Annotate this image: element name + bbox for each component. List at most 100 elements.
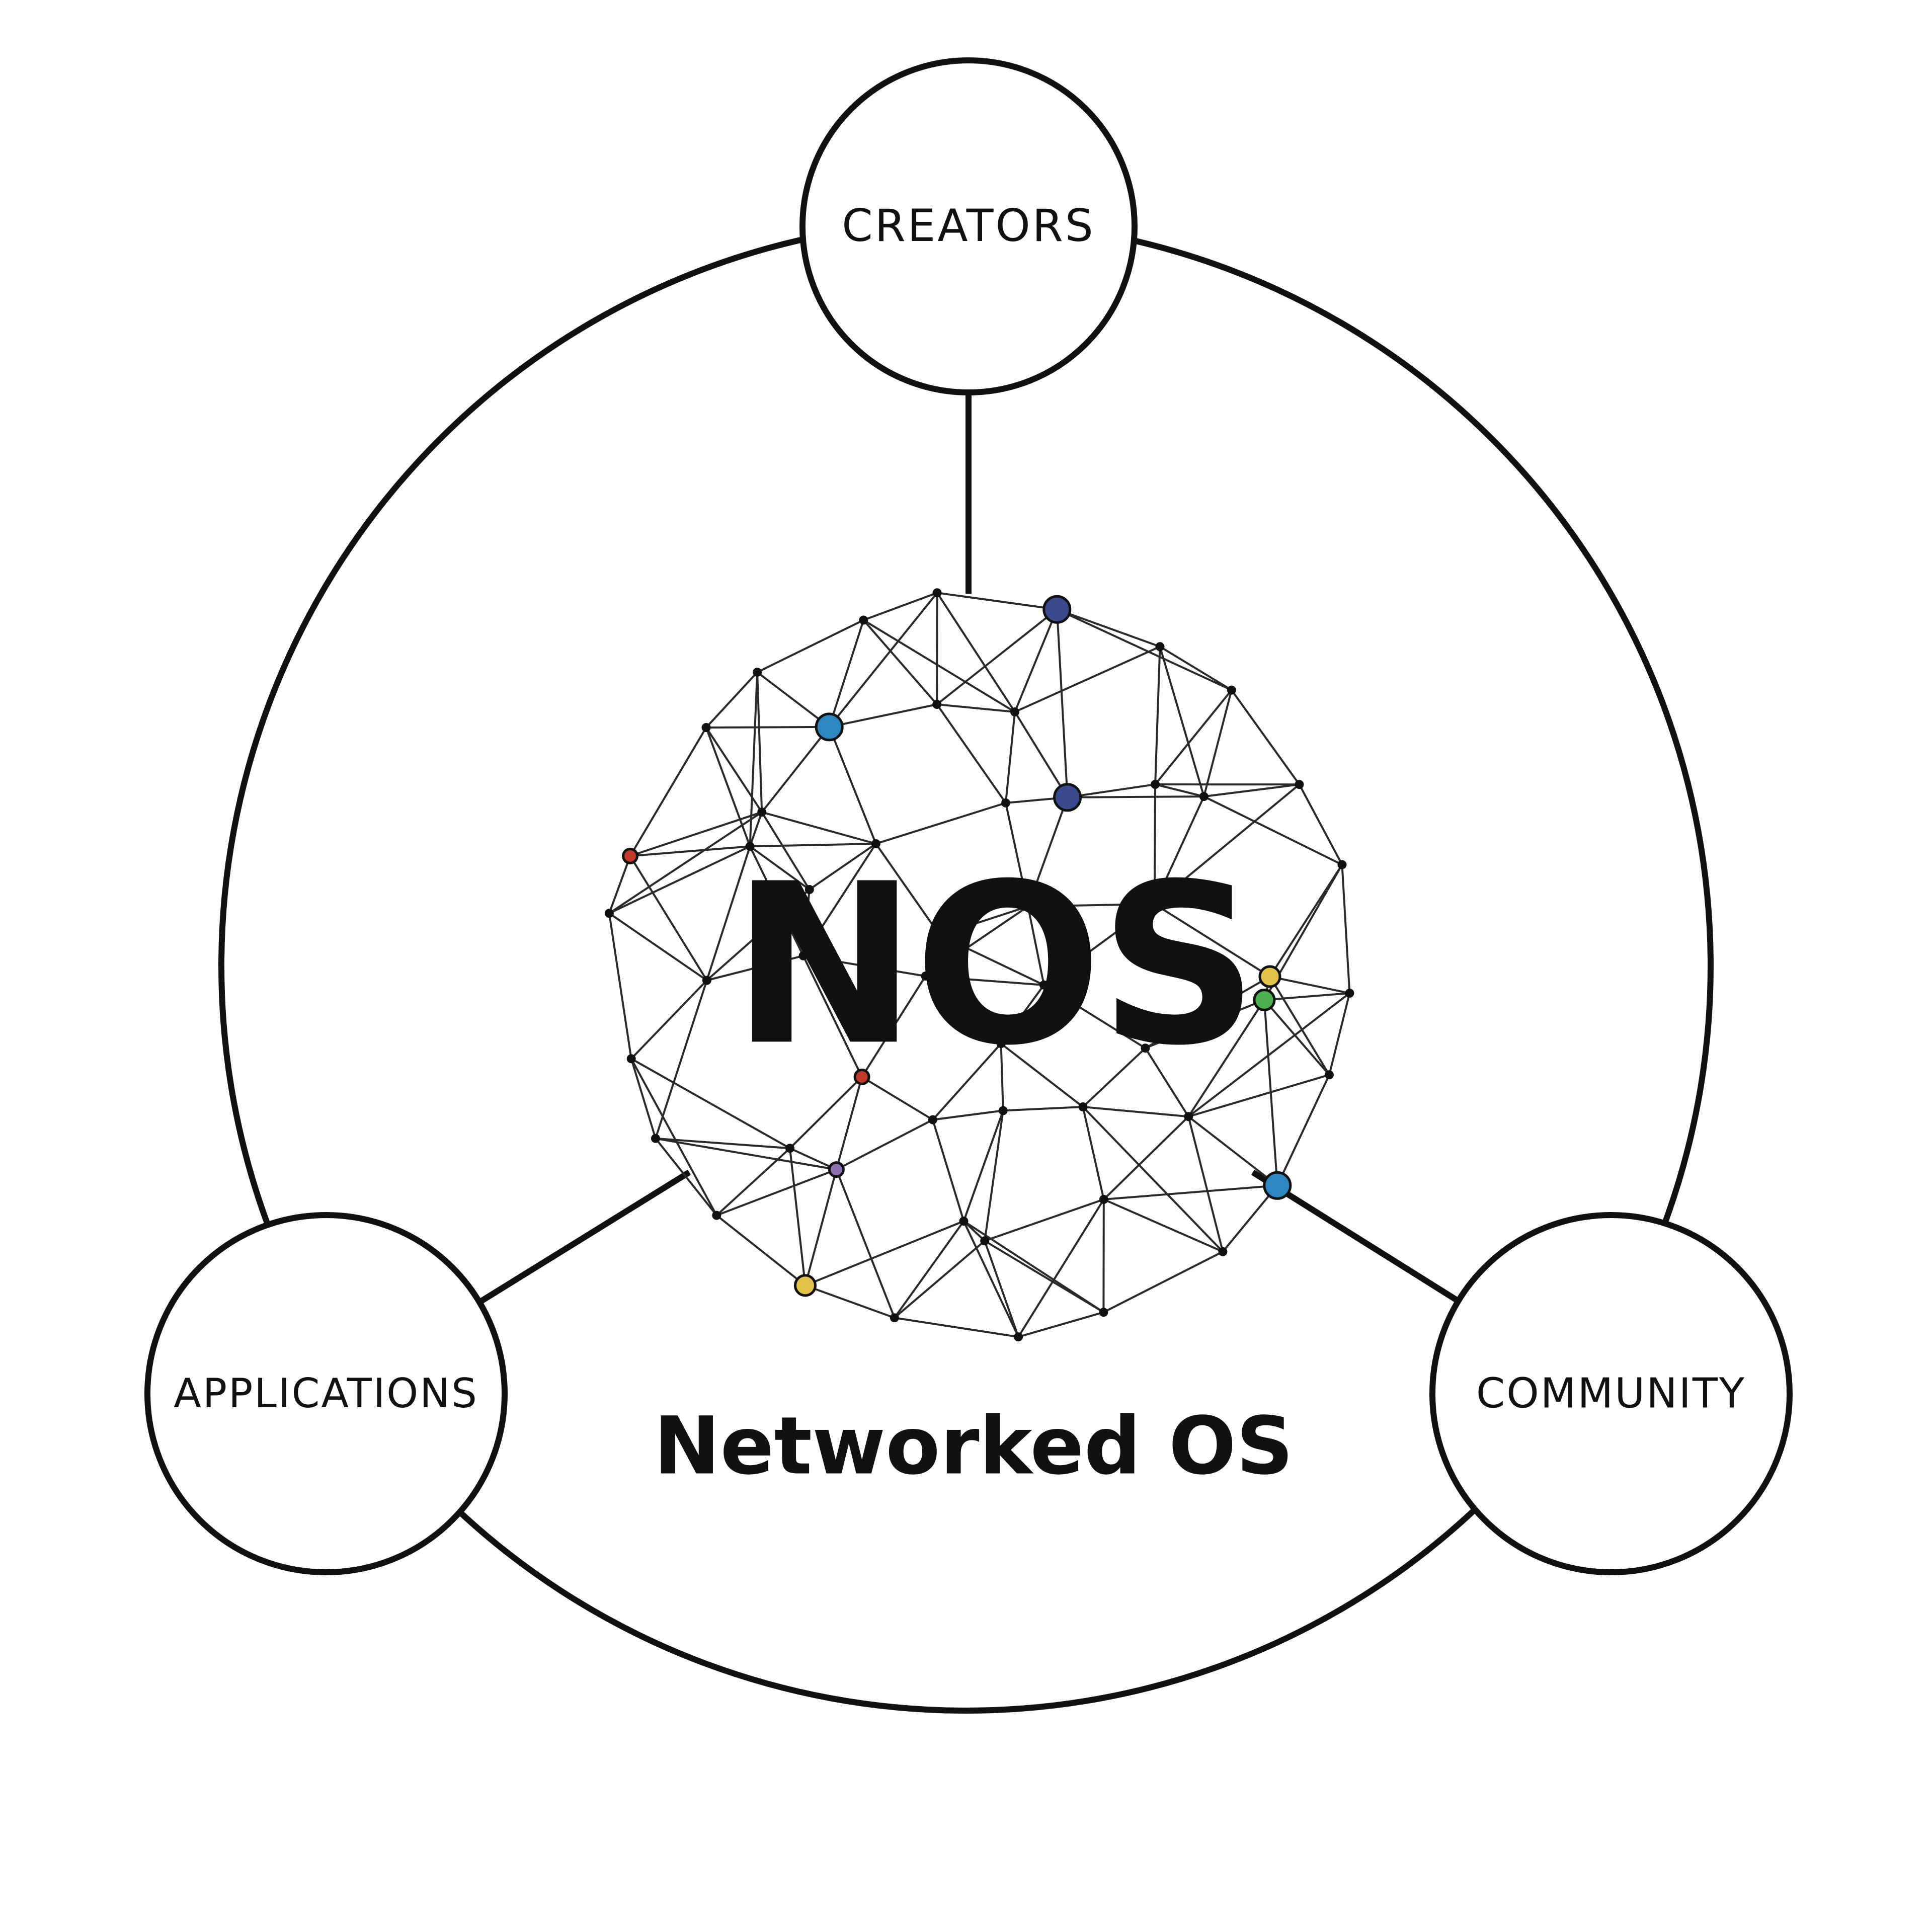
mesh-accent-node: [794, 1274, 817, 1297]
mesh-link: [932, 1109, 1004, 1121]
mesh-link: [1005, 711, 1016, 803]
mesh-link: [802, 955, 863, 1078]
mesh-link: [1187, 999, 1265, 1117]
mesh-link: [1203, 795, 1343, 866]
node-applications-label: APPLICATIONS: [174, 1370, 478, 1417]
mesh-node: [712, 1211, 721, 1220]
mesh-link: [939, 934, 1002, 1044]
mesh-link: [1341, 864, 1351, 994]
mesh-link: [756, 672, 763, 813]
mesh-link: [750, 843, 876, 848]
mesh-link: [828, 592, 938, 728]
mesh-link: [1067, 783, 1156, 798]
mesh-link: [835, 1076, 863, 1170]
node-applications-circle: [144, 1212, 508, 1575]
mesh-accent-node: [1258, 965, 1281, 988]
mesh-node: [1014, 1332, 1023, 1342]
mesh-link: [789, 1147, 837, 1171]
mesh-node: [1150, 899, 1159, 909]
mesh-link: [715, 1147, 791, 1217]
mesh-link: [894, 1220, 965, 1319]
mesh-link: [1056, 608, 1232, 691]
mesh-link: [630, 1058, 790, 1150]
mesh-link: [1014, 711, 1069, 798]
mesh-node: [804, 885, 814, 894]
mesh-link: [863, 592, 938, 621]
mesh-link: [1264, 992, 1350, 1001]
mesh-link: [655, 980, 708, 1139]
mesh-link: [608, 855, 631, 914]
mesh-node: [626, 1054, 636, 1064]
mesh-link: [861, 1076, 933, 1121]
mesh-link: [984, 1240, 1019, 1337]
mesh-link: [630, 1058, 718, 1216]
mesh-link: [630, 1058, 657, 1139]
mesh-link: [875, 801, 1006, 845]
mesh-link: [1082, 1106, 1224, 1253]
mesh-link: [802, 889, 811, 956]
mesh-node: [1155, 642, 1165, 652]
mesh-link: [932, 1042, 1002, 1120]
mesh-node: [1184, 1112, 1193, 1121]
mesh-link: [1082, 1047, 1146, 1108]
mesh-link: [1103, 1115, 1189, 1200]
mesh-link: [1028, 903, 1155, 908]
mesh-link: [705, 671, 758, 729]
mesh-node: [1151, 780, 1160, 789]
mesh-link: [925, 975, 1002, 1044]
mesh-link: [1043, 984, 1146, 1049]
mesh-link: [706, 726, 830, 729]
mesh-link: [705, 846, 751, 981]
mesh-link: [789, 1148, 807, 1286]
mesh-link: [629, 855, 708, 981]
mesh-node: [1023, 902, 1033, 911]
mesh-link: [803, 954, 926, 978]
mesh-link: [761, 726, 830, 813]
mesh-link: [1187, 1115, 1278, 1186]
mesh-link: [984, 1110, 1004, 1241]
mesh-link: [608, 811, 763, 914]
mesh-link: [962, 1110, 1004, 1222]
node-creators: CREATORS: [799, 57, 1138, 395]
mesh-link: [1000, 984, 1045, 1044]
diagram-title: NOS: [732, 836, 1255, 1094]
mesh-link: [1027, 906, 1045, 986]
node-community-circle: [1429, 1212, 1793, 1575]
mesh-link: [1145, 999, 1265, 1050]
mesh-accent-node: [1053, 783, 1082, 812]
mesh-link: [1155, 783, 1204, 798]
mesh-node: [1218, 1247, 1228, 1256]
node-applications: APPLICATIONS: [144, 1212, 508, 1575]
node-creators-label: CREATORS: [842, 200, 1095, 252]
mesh-link: [1018, 1311, 1104, 1338]
mesh-node: [1001, 798, 1010, 808]
mesh-link: [828, 727, 877, 844]
mesh-link: [608, 912, 708, 982]
mesh-link: [706, 889, 811, 981]
mesh-node: [753, 668, 762, 677]
mesh-link: [804, 1220, 964, 1286]
mesh-link: [1154, 783, 1300, 905]
mesh-link: [1187, 1116, 1224, 1252]
mesh-link: [1083, 1106, 1189, 1118]
mesh-node: [1295, 780, 1304, 789]
node-community-label: COMMUNITY: [1476, 1370, 1746, 1417]
mesh-link: [1188, 1074, 1330, 1118]
mesh-link: [937, 703, 1015, 713]
mesh-link: [756, 671, 830, 728]
mesh-node: [757, 808, 767, 817]
mesh-link: [630, 980, 708, 1060]
mesh-node: [785, 1144, 794, 1153]
mesh-link: [1103, 1251, 1224, 1313]
mesh-accent-node: [853, 1068, 870, 1085]
mesh-link: [1154, 903, 1271, 978]
mesh-link: [1276, 1074, 1330, 1186]
mesh-link: [1082, 1106, 1105, 1200]
mesh-node: [604, 909, 614, 918]
mesh-link: [936, 608, 1058, 705]
mesh-link: [1231, 689, 1301, 785]
mesh-link: [829, 703, 937, 728]
mesh-link: [655, 1137, 790, 1150]
mesh-node: [921, 972, 930, 981]
mesh-accent-node: [1263, 1171, 1292, 1200]
